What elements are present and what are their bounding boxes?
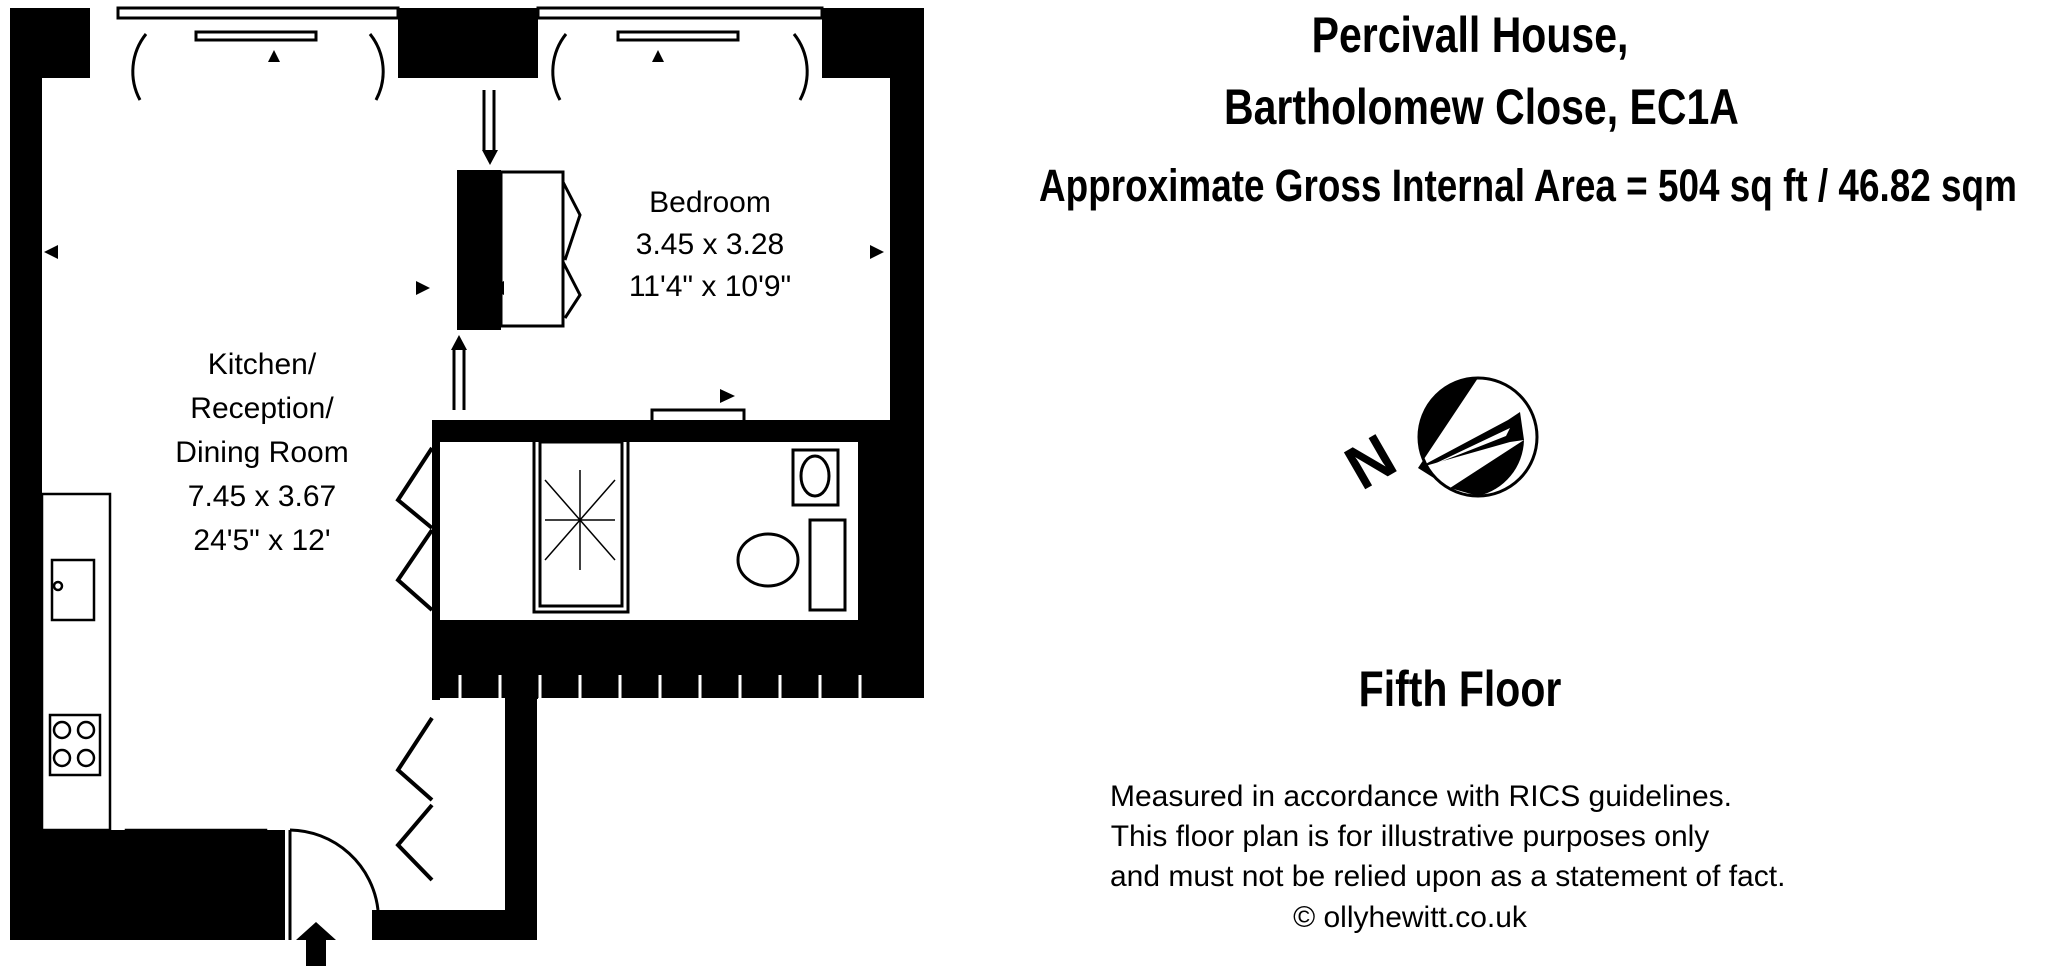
- property-name-line1: Percivall House,: [1311, 7, 1629, 63]
- kitchen-name-3: Dining Room: [175, 436, 348, 469]
- walls: [10, 8, 924, 940]
- bedroom-name: Bedroom: [649, 186, 771, 219]
- entrance-arrow: [296, 922, 336, 966]
- compass: N: [1334, 376, 1539, 503]
- slide-arrows: [451, 150, 735, 403]
- bathroom: [532, 408, 847, 614]
- kitchen-name-1: Kitchen/: [208, 348, 317, 381]
- window-arrows: [268, 50, 664, 62]
- disclaimer-line3: and must not be relied upon as a stateme…: [1110, 860, 1786, 893]
- property-name-line2: Bartholomew Close, EC1A: [1224, 79, 1739, 135]
- bedroom-imperial: 11'4" x 10'9": [629, 270, 791, 303]
- disclaimer-line2: This floor plan is for illustrative purp…: [1110, 820, 1710, 853]
- bedroom-metric: 3.45 x 3.28: [636, 228, 784, 261]
- compass-icon: [1417, 376, 1539, 498]
- entrance-door: [288, 828, 380, 940]
- north-label: N: [1334, 421, 1407, 503]
- copyright: © ollyhewitt.co.uk: [1293, 901, 1527, 934]
- wall-ticks: [458, 675, 862, 698]
- kitchen-units: [40, 492, 268, 908]
- disclaimer-line1: Measured in accordance with RICS guideli…: [1110, 780, 1732, 813]
- gross-internal-area: Approximate Gross Internal Area = 504 sq…: [1039, 160, 2017, 211]
- shower-drain: [544, 470, 616, 570]
- wardrobe: [452, 90, 582, 410]
- measure-ticks: [44, 245, 884, 295]
- cupboard-doors: [395, 446, 434, 882]
- kitchen-metric: 7.45 x 3.67: [188, 480, 336, 513]
- windows: [116, 6, 824, 101]
- kitchen-name-2: Reception/: [190, 392, 334, 425]
- floor-label: Fifth Floor: [1358, 661, 1562, 717]
- kitchen-imperial: 24'5" x 12': [193, 524, 330, 557]
- floor-plan: Bedroom 3.45 x 3.28 11'4" x 10'9" Kitche…: [10, 6, 924, 966]
